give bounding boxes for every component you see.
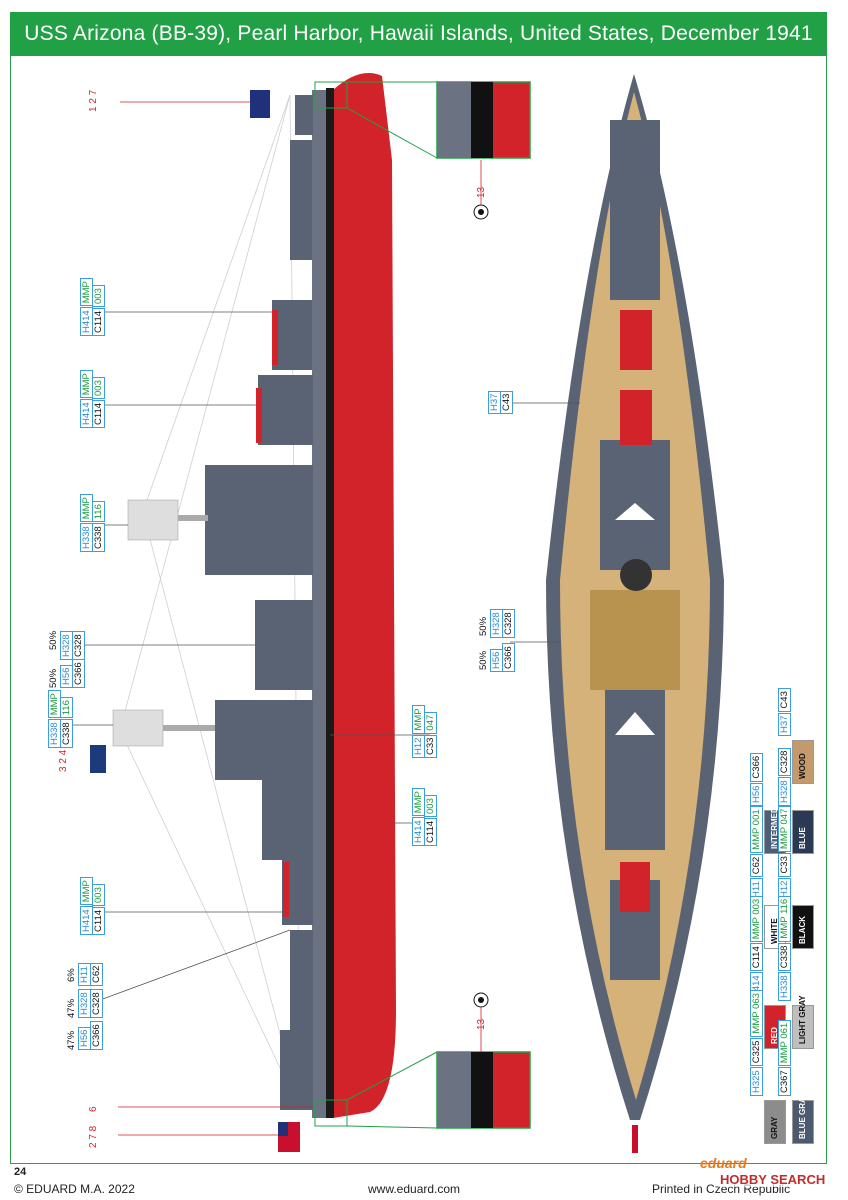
us-flag-top: [250, 90, 270, 118]
callout-top-c366: C366: [502, 642, 515, 672]
page-title: USS Arizona (BB-39), Pearl Harbor, Hawai…: [10, 12, 827, 56]
swatch-code: C325: [750, 1037, 763, 1067]
pct-50-d: 50%: [478, 650, 489, 670]
swatch-label: BLUE GRAY: [798, 1092, 807, 1139]
swatch-label: GRAY: [770, 1116, 779, 1139]
detail-insets: [346, 81, 531, 1129]
swatch-code: C33: [778, 853, 791, 877]
swatch-code: H328: [778, 777, 791, 806]
swatch-code: C43: [778, 688, 791, 712]
swatch-code: H37: [778, 712, 791, 736]
swatch-label: BLACK: [798, 916, 807, 944]
swatch-code: MMP 003: [750, 895, 763, 943]
swatch-code: C367: [778, 1067, 791, 1096]
pct-50-b: 50%: [48, 668, 59, 688]
callout-black-c: C33047: [424, 711, 437, 758]
callout-lightgray-1-c: C338116: [92, 500, 105, 552]
pct-6: 6%: [66, 968, 77, 982]
boot-topping: [326, 88, 334, 1118]
swatch-code: C366: [750, 752, 763, 782]
swatch-codes: H12C33MMP 047: [778, 805, 791, 901]
swatch-code: C114: [750, 943, 763, 972]
decal-number-six: 6: [88, 1106, 99, 1112]
top-view: [546, 74, 724, 1153]
callout-mix-c328b: C328: [90, 988, 103, 1018]
callout-mix-c366b: C366: [90, 1020, 103, 1050]
swatch-codes: C367MMP 061: [778, 1019, 791, 1096]
swatch-codes: H325C325MMP 063: [750, 989, 763, 1096]
swatch-codes: H37C43: [778, 687, 791, 736]
swatch-wood: WOOD: [792, 740, 814, 784]
swatch-code: MMP 061: [778, 1019, 791, 1067]
callout-red-3-c: C114003: [92, 883, 105, 935]
swatch-gray: GRAY: [764, 1100, 786, 1144]
swatch-code: H338: [778, 972, 791, 1001]
swatch-codes: H338C338MMP 116: [778, 895, 791, 1001]
swatch-code: MMP 116: [778, 895, 791, 942]
decal-number-13-bottom: 13: [476, 1018, 487, 1030]
callout-red-2-c: C114003: [92, 376, 105, 428]
swatch-codes: H414C114MMP 003: [750, 895, 763, 1001]
swatch-codes: H11C62MMP 001: [750, 805, 763, 901]
swatch-code: MMP 001: [750, 806, 763, 853]
pct-50-a: 50%: [48, 630, 59, 650]
watermark: HOBBY SEARCH: [718, 1172, 828, 1187]
swatch-codes: H328C328: [778, 747, 791, 806]
swatch-blue-gray: BLUE GRAY: [792, 1093, 814, 1144]
decal-leader-lines: [118, 101, 482, 1136]
decal-number-flag: 3 2 4: [58, 749, 69, 772]
decal-number-bottom: 2 7 8: [88, 1125, 99, 1148]
callout-red-hull-c: C114003: [424, 794, 437, 846]
hull-side-gray: [312, 90, 326, 1118]
pct-47-b: 47%: [66, 1030, 77, 1050]
decal-number-top: 1 2 7: [88, 89, 99, 112]
decal-number-13-top: 13: [476, 186, 487, 198]
swatch-code: C338: [778, 942, 791, 972]
callout-mix-c366: C366: [72, 658, 85, 688]
callout-top-c328: C328: [502, 608, 515, 638]
swatch-black: BLACK: [792, 905, 814, 949]
swatch-code: H325: [750, 1067, 763, 1096]
pct-50-c: 50%: [478, 616, 489, 636]
callout-mix-c328: C328: [72, 630, 85, 660]
footer-website: www.eduard.com: [368, 1182, 461, 1196]
callout-mix-c62: C62: [90, 962, 103, 986]
callout-red-1-c: C114003: [92, 284, 105, 336]
swatch-light-gray: LIGHT GRAY: [792, 995, 814, 1049]
swatch-code: C62: [750, 853, 763, 878]
side-profile: [90, 73, 396, 1152]
swatch-blue: BLUE: [792, 810, 814, 854]
callout-wood-c: C43: [500, 390, 513, 414]
admiral-flag: [90, 745, 106, 773]
swatch-codes: H56C366: [750, 752, 763, 806]
swatch-code: MMP 047: [778, 805, 791, 853]
pct-47-a: 47%: [66, 998, 77, 1018]
hull-red: [333, 73, 396, 1118]
eduard-logo: eduard: [700, 1155, 747, 1171]
callout-lightgray-2-c: C338116: [60, 696, 73, 748]
swatch-code: C328: [778, 747, 791, 777]
swatch-label: BLUE: [798, 827, 807, 849]
swatch-label: LIGHT GRAY: [798, 995, 807, 1044]
swatch-code: MMP 063: [750, 990, 763, 1037]
page-number: 24: [14, 1166, 27, 1178]
swatch-code: H56: [750, 782, 763, 806]
swatch-label: WOOD: [798, 753, 807, 779]
footer-copyright: © EDUARD M.A. 2022: [14, 1182, 135, 1196]
